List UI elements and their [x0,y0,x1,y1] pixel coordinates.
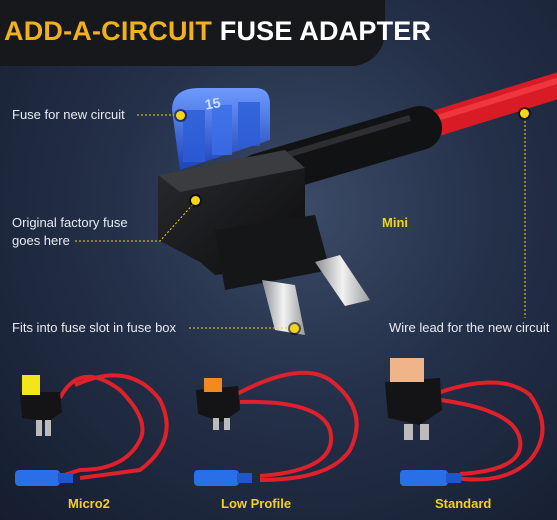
callout-factory-fuse-line1: Original factory fuse [12,215,128,230]
leader-lines [75,113,526,329]
callout-dot-factory [191,196,200,205]
callout-dot-wire [520,109,529,118]
callout-wire-lead: Wire lead for the new circuit [389,320,550,335]
label-mini: Mini [382,215,408,230]
page-title: ADD-A-CIRCUIT FUSE ADAPTER [4,16,431,47]
blue-fuse [172,88,270,170]
label-micro2: Micro2 [68,496,110,511]
callout-factory-fuse-line2: goes here [12,233,70,248]
title-part1: ADD-A-CIRCUIT [4,16,213,46]
variant-micro2-illustration [15,373,169,486]
label-standard: Standard [435,496,492,511]
prong-left [262,280,305,335]
callout-fits-slot: Fits into fuse slot in fuse box [12,320,177,335]
fuse-marking: 15 [204,94,222,112]
adapter-body [158,150,330,290]
callout-dot-slot [290,324,299,333]
callout-fuse-new-circuit: Fuse for new circuit [12,107,125,122]
prong-right [315,255,370,306]
title-part2: FUSE ADAPTER [219,16,432,46]
callout-dot-fuse [176,111,185,120]
label-low-profile: Low Profile [221,496,292,511]
header-banner: ADD-A-CIRCUIT FUSE ADAPTER [0,0,431,66]
variant-lowprofile-illustration [194,370,359,486]
variant-standard-illustration [385,358,545,486]
